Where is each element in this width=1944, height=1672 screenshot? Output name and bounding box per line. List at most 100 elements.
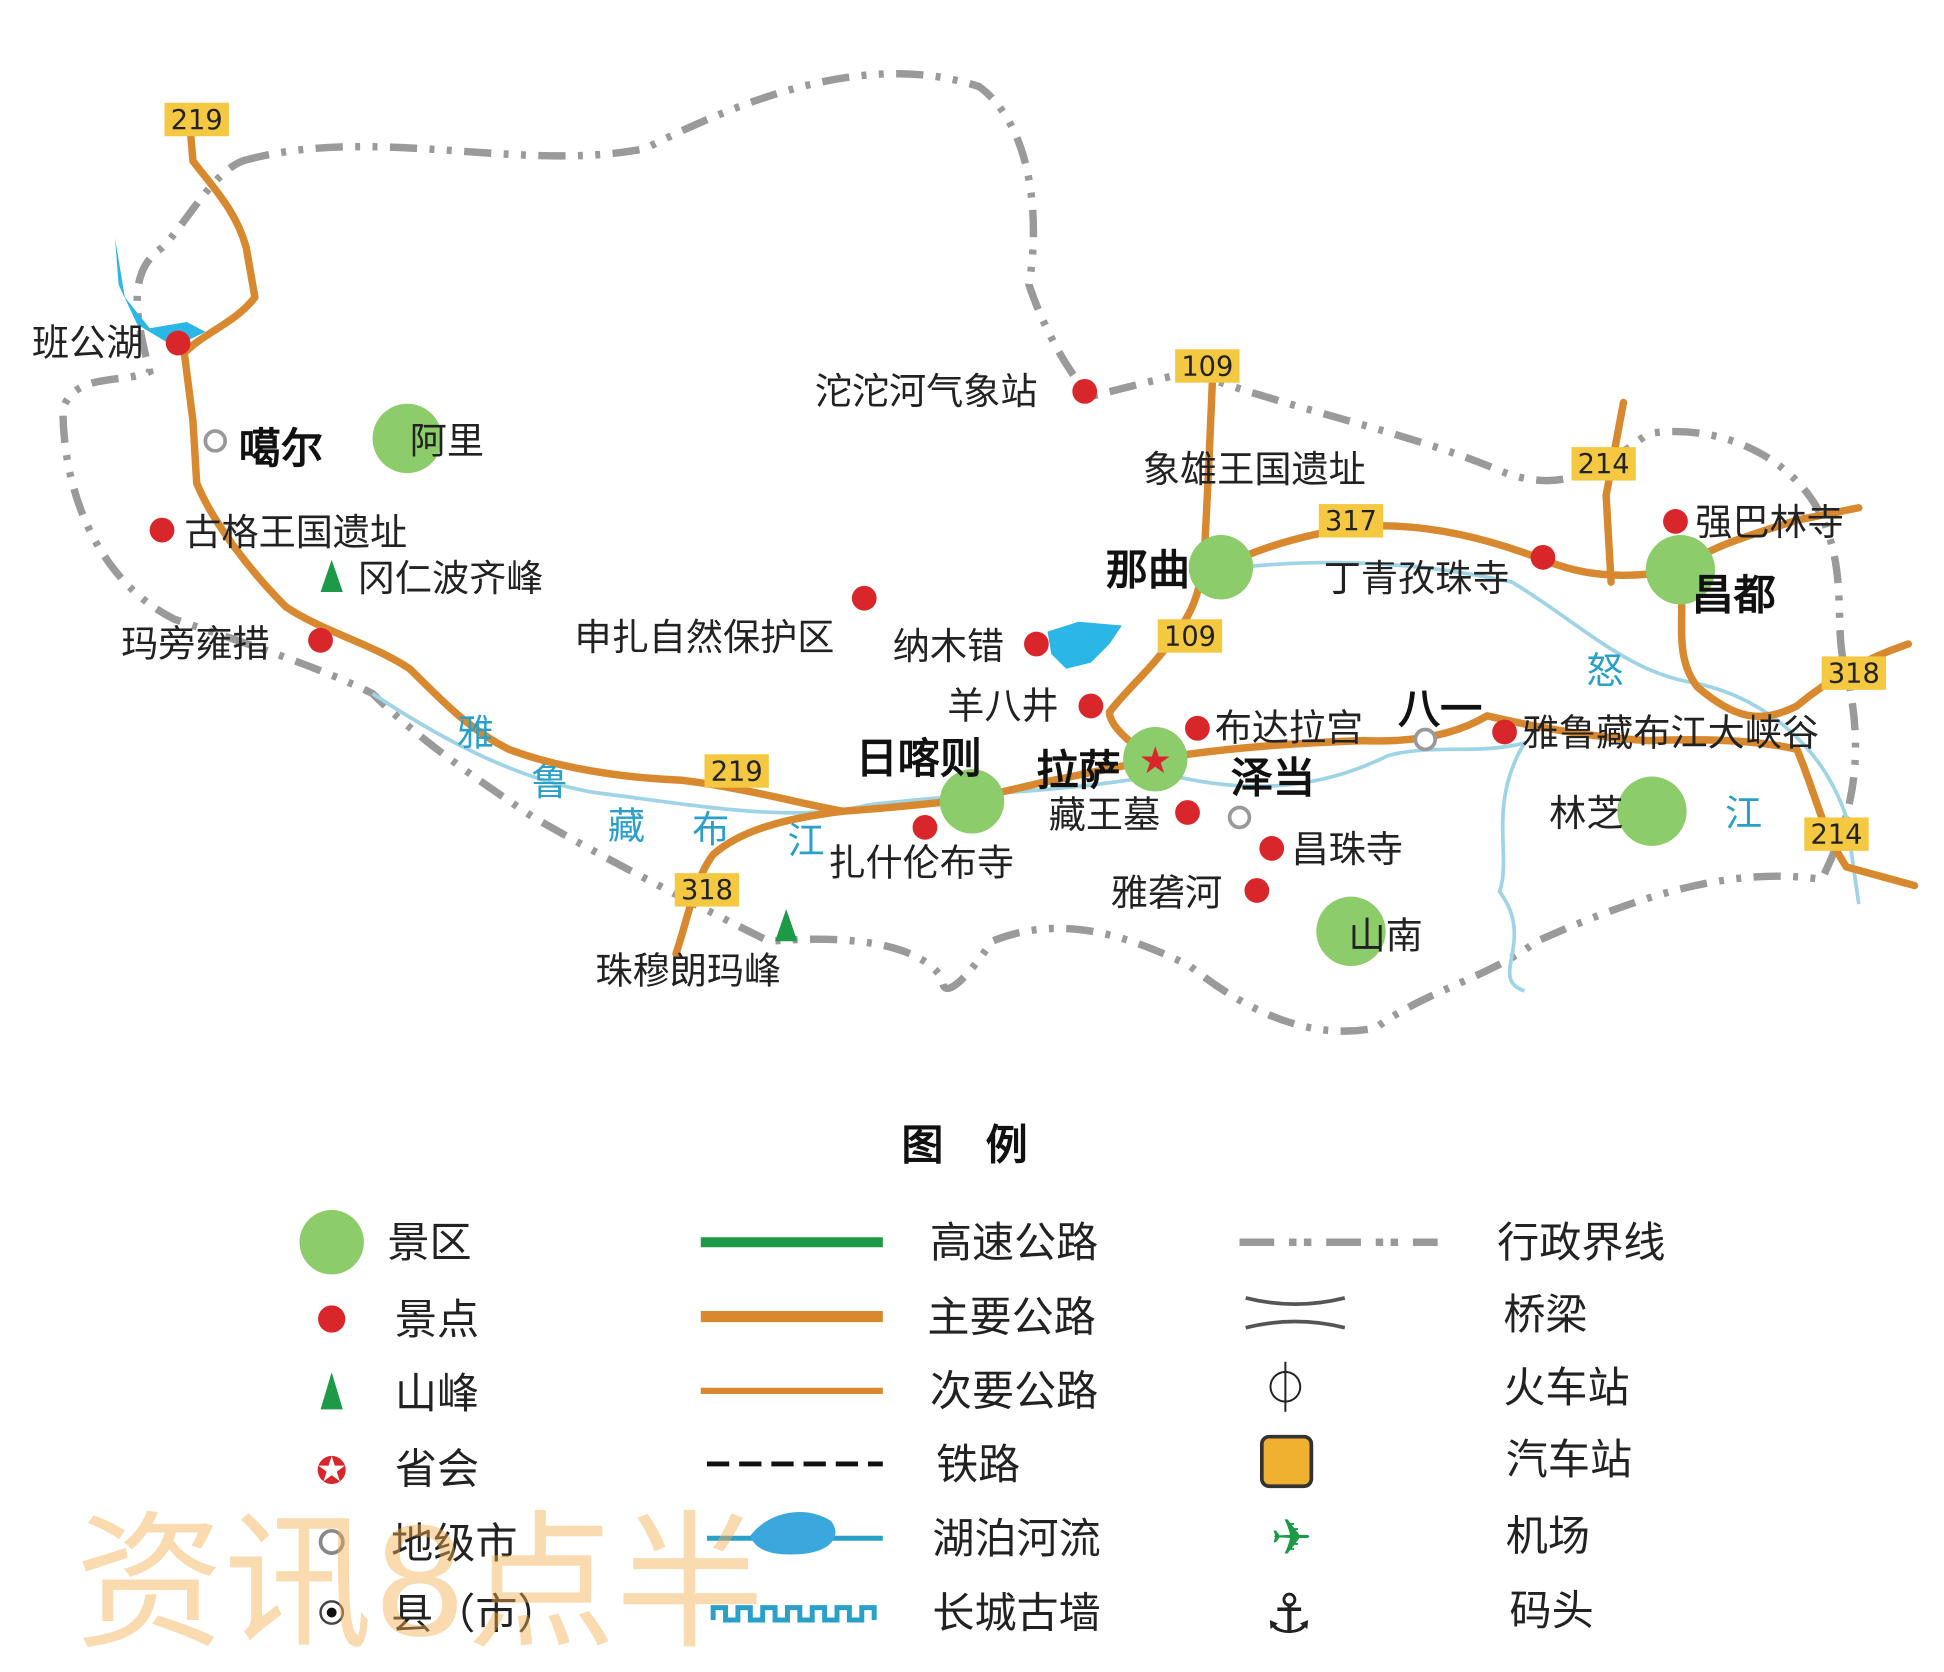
legend-lake-river-icon bbox=[706, 1511, 883, 1555]
city-ring-icons bbox=[203, 429, 1438, 830]
road-317 bbox=[1217, 522, 1685, 580]
nu-river bbox=[1239, 560, 1861, 905]
river-label: 布 bbox=[692, 808, 729, 851]
label-spot: 藏王墓 bbox=[1049, 793, 1160, 836]
svg-text:山峰: 山峰 bbox=[395, 1369, 479, 1418]
admin-border bbox=[59, 70, 1860, 1035]
river-label: 江 bbox=[787, 819, 824, 862]
label-city: 日喀则 bbox=[856, 734, 982, 783]
road-219 bbox=[180, 113, 1160, 815]
road-number: 219 bbox=[711, 756, 763, 787]
label-spot: 布达拉宫 bbox=[1215, 707, 1364, 750]
label-peak: 珠穆朗玛峰 bbox=[595, 949, 781, 992]
legend-great-wall-icon bbox=[710, 1605, 877, 1623]
roads bbox=[180, 113, 1919, 958]
label-spot: 羊八井 bbox=[947, 684, 1058, 727]
scenic-area-ali bbox=[372, 403, 442, 474]
svg-text:次要公路: 次要公路 bbox=[930, 1367, 1098, 1416]
river-label: 鲁 bbox=[531, 761, 568, 804]
road-number: 109 bbox=[1181, 351, 1233, 382]
scenic-area-chamdo bbox=[1645, 535, 1716, 605]
namtso-lake bbox=[1047, 621, 1122, 669]
label-area: 林芝 bbox=[1549, 792, 1623, 835]
watermark: 资讯8点半 bbox=[75, 1498, 764, 1671]
river-label: 藏 bbox=[608, 804, 645, 847]
label-area: 山南 bbox=[1349, 915, 1423, 958]
label-spot: 象雄王国遗址 bbox=[1143, 448, 1366, 491]
legend-col2-labels: 高速公路 主要公路 次要公路 铁路 湖泊河流 长城古墙 bbox=[927, 1218, 1100, 1637]
legend-spot-icon bbox=[318, 1305, 346, 1333]
road-number: 318 bbox=[1828, 658, 1880, 689]
legend-scenic-area-icon bbox=[299, 1210, 364, 1275]
svg-text:省会: 省会 bbox=[395, 1445, 479, 1494]
scenic-area-nyingchi bbox=[1617, 776, 1687, 846]
svg-text:景点: 景点 bbox=[395, 1295, 479, 1344]
yarlung-tsangpo-river bbox=[371, 692, 1529, 993]
scenic-area-shannan bbox=[1316, 896, 1386, 967]
label-area: 阿里 bbox=[410, 419, 484, 462]
river-label: 江 bbox=[1725, 792, 1762, 835]
svg-text:汽车站: 汽车站 bbox=[1506, 1435, 1632, 1484]
legend-train-station-icon: ⏀ bbox=[1261, 1360, 1311, 1418]
road-number: 318 bbox=[681, 875, 733, 906]
road-shields bbox=[164, 102, 1887, 907]
label-spot: 申扎自然保护区 bbox=[574, 616, 834, 659]
legend-peak-icon bbox=[320, 1372, 343, 1410]
peak-icon bbox=[320, 559, 343, 593]
label-spot: 雅砻河 bbox=[1111, 871, 1222, 914]
label-city: 泽当 bbox=[1231, 754, 1315, 803]
road-number: 317 bbox=[1325, 506, 1377, 537]
label-spot: 昌珠寺 bbox=[1292, 828, 1403, 871]
legend-prefecture-city-icon bbox=[318, 1528, 345, 1555]
legend-col1-labels: 景区 景点 山峰 省会 地级市 县（市） bbox=[387, 1218, 559, 1639]
legend-airport-icon: ✈ bbox=[1271, 1508, 1313, 1566]
svg-text:主要公路: 主要公路 bbox=[927, 1292, 1095, 1341]
road-number: 214 bbox=[1578, 449, 1630, 480]
legend-bridge-icon bbox=[1245, 1296, 1346, 1330]
road-number: 109 bbox=[1164, 621, 1216, 652]
label-spot: 丁青孜珠寺 bbox=[1324, 557, 1510, 600]
river-label: 雅 bbox=[457, 712, 494, 755]
label-spot: 古格王国遗址 bbox=[184, 511, 407, 554]
scenic-area-shigatse bbox=[939, 769, 1005, 834]
label-spot: 雅鲁藏布江大峡谷 bbox=[1522, 712, 1819, 755]
svg-text:火车站: 火车站 bbox=[1503, 1363, 1629, 1412]
svg-text:湖泊河流: 湖泊河流 bbox=[932, 1514, 1100, 1563]
peak-icon bbox=[775, 909, 798, 942]
svg-text:长城古墙: 长城古墙 bbox=[932, 1588, 1100, 1637]
capital-star-icon: ★ bbox=[1139, 739, 1172, 782]
svg-text:桥梁: 桥梁 bbox=[1503, 1290, 1587, 1339]
scenic-area-nagqu bbox=[1188, 535, 1254, 600]
svg-text:景区: 景区 bbox=[387, 1218, 471, 1267]
svg-text:机场: 机场 bbox=[1506, 1512, 1590, 1561]
legend-bus-station-icon bbox=[1259, 1434, 1314, 1489]
label-spot: 纳木错 bbox=[893, 625, 1004, 668]
road-number: 214 bbox=[1810, 819, 1862, 850]
label-city: 那曲 bbox=[1106, 546, 1190, 595]
label-spot: 玛旁雍措 bbox=[121, 622, 270, 665]
svg-text:县（市）: 县（市） bbox=[391, 1590, 559, 1639]
pangong-lake bbox=[114, 237, 206, 347]
road-214-north bbox=[1602, 398, 1628, 586]
road-number: 219 bbox=[171, 105, 223, 136]
road-318-east bbox=[1151, 712, 1919, 890]
svg-text:铁路: 铁路 bbox=[936, 1440, 1020, 1489]
svg-text:高速公路: 高速公路 bbox=[930, 1218, 1098, 1267]
label-city: 八一 bbox=[1398, 684, 1482, 733]
label-city: 昌都 bbox=[1692, 570, 1776, 619]
svg-text:码头: 码头 bbox=[1510, 1586, 1594, 1635]
spot-markers bbox=[149, 330, 1688, 903]
river-label: 怒 bbox=[1586, 650, 1623, 693]
svg-text:地级市: 地级市 bbox=[391, 1519, 517, 1568]
label-city: 拉萨 bbox=[1036, 746, 1120, 795]
legend-capital-icon: ✪ bbox=[316, 1450, 347, 1493]
scenic-area-lhasa bbox=[1123, 727, 1188, 792]
label-spot: 扎什伦布寺 bbox=[828, 842, 1014, 885]
label-peak: 冈仁波齐峰 bbox=[358, 557, 544, 600]
legend-port-icon: ⚓ bbox=[1265, 1581, 1314, 1645]
label-city: 噶尔 bbox=[239, 424, 323, 473]
label-spot: 沱沱河气象站 bbox=[815, 370, 1038, 413]
label-spot: 班公湖 bbox=[32, 321, 143, 364]
